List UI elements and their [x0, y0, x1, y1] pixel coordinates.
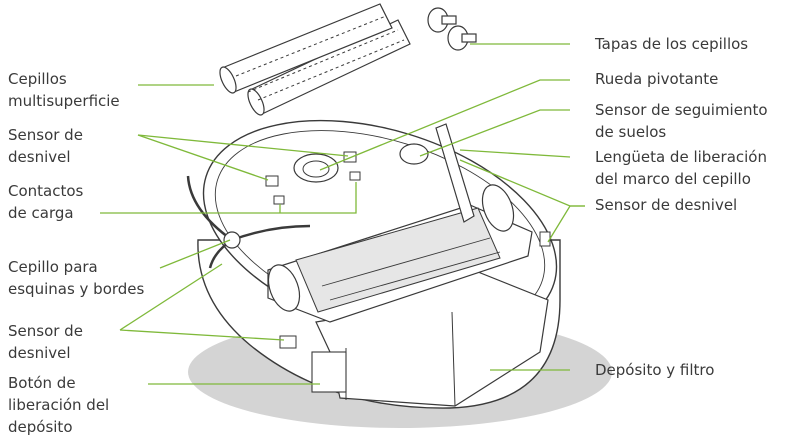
label-line: liberación del — [8, 396, 110, 414]
leader-contactos — [100, 182, 357, 214]
label-line: Sensor de — [8, 126, 83, 144]
charging-contact-2 — [349, 171, 361, 181]
right-wheel — [481, 184, 515, 232]
cliff-sensor-top — [343, 151, 357, 163]
leader-lengueta — [459, 149, 571, 158]
brush-grey-panel — [295, 207, 501, 313]
label-deposito: Depósito y filtro — [595, 359, 714, 381]
label-line: depósito — [8, 418, 73, 436]
label-line: Rueda pivotante — [595, 70, 719, 88]
label-line: de suelos — [595, 123, 667, 141]
charging-contact-1 — [273, 195, 285, 205]
label-sensor-desnivel-top: Sensor de desnivel — [8, 124, 83, 168]
side-brush-arm-1 — [186, 175, 233, 242]
floor-tracking-sensor — [399, 143, 429, 165]
label-line: desnivel — [8, 148, 71, 166]
leader-sensor-top-1 — [137, 134, 269, 181]
label-line: esquinas y bordes — [8, 280, 145, 298]
caster-wheel-inner — [302, 160, 330, 178]
leader-lines — [100, 43, 585, 385]
label-line: Depósito y filtro — [595, 361, 715, 379]
label-cepillos-multi: Cepillos multisuperficie — [8, 68, 120, 112]
bin-release-button — [311, 351, 347, 393]
label-sensor-desnivel-right: Sensor de desnivel — [595, 194, 737, 216]
leader-sensor-top-2 — [137, 134, 349, 157]
label-line: Lengüeta de liberación — [595, 148, 767, 166]
release-tab — [435, 123, 475, 223]
label-line: del marco del cepillo — [595, 170, 751, 188]
label-tapas: Tapas de los cepillos — [595, 33, 748, 55]
left-wheel — [267, 264, 301, 312]
label-line: de carga — [8, 204, 74, 222]
cage-inner — [321, 237, 501, 301]
label-line: Botón de — [8, 374, 76, 392]
leader-cepillo-esq — [159, 239, 231, 269]
label-boton: Botón de liberación del depósito — [8, 372, 109, 438]
label-contactos: Contactos de carga — [8, 180, 83, 224]
label-line: Tapas de los cepillos — [595, 35, 749, 53]
leader-sensor-bottom-2 — [119, 329, 285, 341]
label-lengueta: Lengüeta de liberación del marco del cepi… — [595, 146, 767, 190]
label-line: Sensor de — [8, 322, 83, 340]
label-rueda: Rueda pivotante — [595, 68, 718, 90]
label-cepillo-esquinas: Cepillo para esquinas y bordes — [8, 256, 144, 300]
label-sensor-desnivel-bottom: Sensor de desnivel — [8, 320, 83, 364]
label-line: Sensor de desnivel — [595, 196, 738, 214]
cliff-sensor-left — [265, 175, 279, 187]
leader-rueda — [319, 79, 570, 171]
label-line: Cepillo para — [8, 258, 98, 276]
label-line: Cepillos — [8, 70, 67, 88]
bin-line-2 — [451, 311, 456, 407]
cliff-sensor-right — [539, 231, 551, 247]
label-sensor-seguimiento: Sensor de seguimiento de suelos — [595, 99, 768, 143]
label-line: Contactos — [8, 182, 84, 200]
label-line: Sensor de seguimiento — [595, 101, 768, 119]
leader-sensor-der-2 — [547, 205, 585, 243]
label-line: desnivel — [8, 344, 71, 362]
label-line: multisuperficie — [8, 92, 120, 110]
side-brush-hub — [223, 231, 241, 249]
leader-sensor-bottom-1 — [119, 263, 223, 331]
multi-surface-brushes — [219, 3, 411, 116]
brush-caps — [427, 7, 477, 51]
cliff-sensor-front — [279, 335, 297, 349]
leader-sensor-seg — [419, 109, 570, 157]
